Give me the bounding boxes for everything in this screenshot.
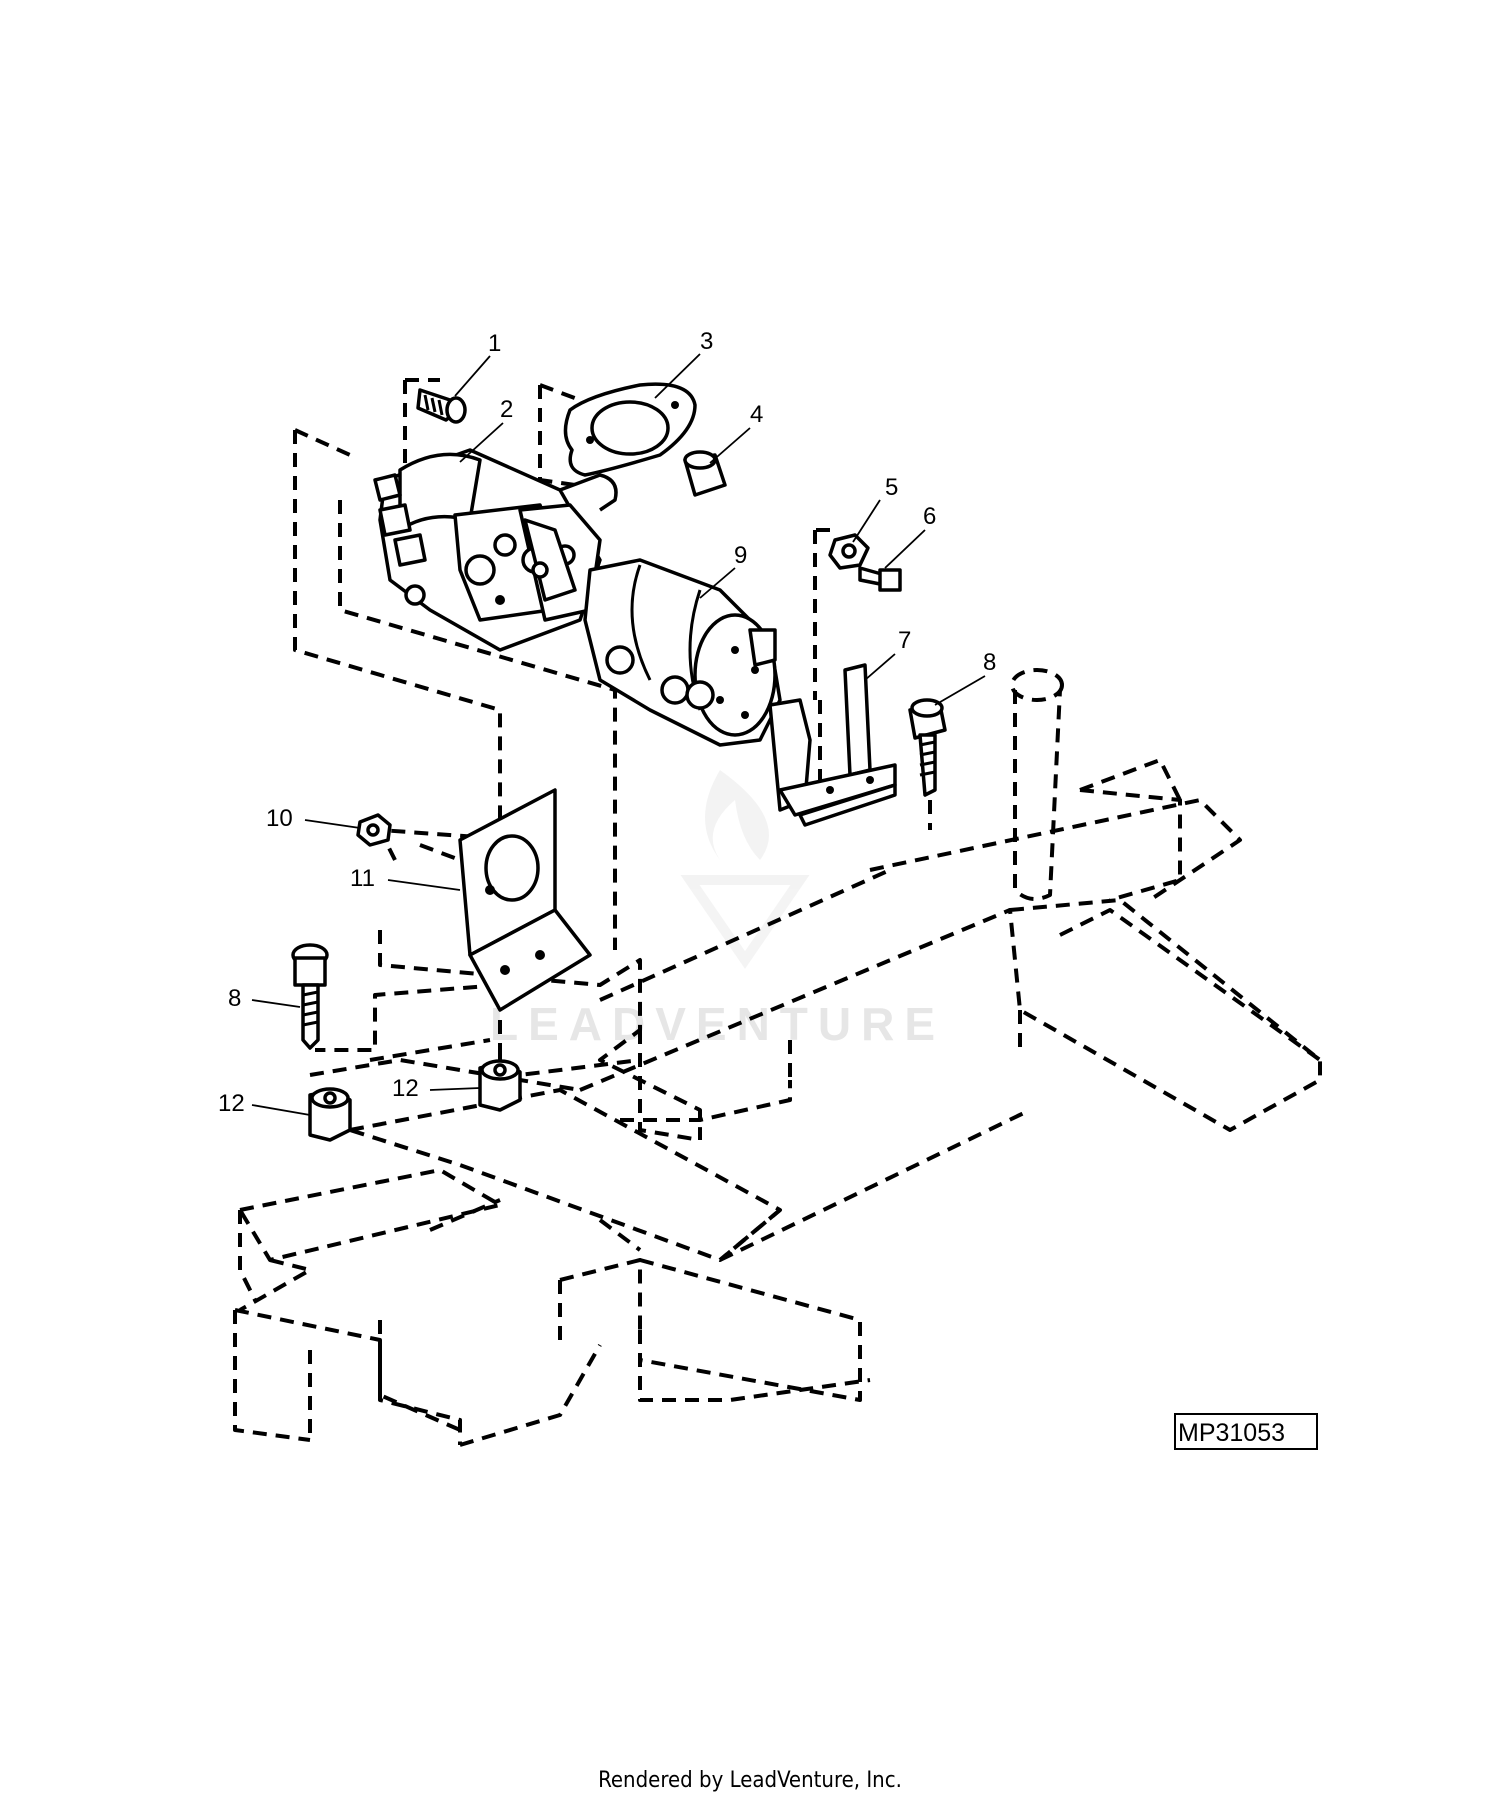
- leader-lines: [251, 353, 986, 1116]
- watermark-logo: [680, 770, 810, 969]
- callout-8-upper: 8: [983, 649, 996, 676]
- part-11-angle-bracket: [458, 788, 592, 1012]
- part-7-bracket: [768, 663, 897, 827]
- figure-id: MP31053: [1178, 1419, 1285, 1447]
- part-6-bolt: [858, 566, 902, 592]
- render-credit: Rendered by LeadVenture, Inc.: [598, 1768, 902, 1793]
- callout-6: 6: [923, 503, 936, 530]
- callout-3: 3: [700, 328, 713, 355]
- part-12-locknut-left: [308, 1087, 352, 1142]
- callout-10: 10: [266, 805, 293, 832]
- part-9-pump-section: [583, 558, 782, 747]
- part-1-screw: [416, 388, 467, 424]
- callout-5: 5: [885, 474, 898, 501]
- part-12-locknut-right: [478, 1059, 522, 1112]
- part-10-nut: [356, 813, 392, 847]
- part-3-gasket: [563, 382, 697, 477]
- callout-7: 7: [898, 627, 911, 654]
- callout-4: 4: [750, 401, 763, 428]
- callout-9: 9: [734, 542, 747, 569]
- part-4-bushing: [683, 450, 727, 497]
- callout-2: 2: [500, 396, 513, 423]
- callout-8-left: 8: [228, 985, 241, 1012]
- part-8-bolt-left: [291, 943, 329, 1050]
- callout-11: 11: [350, 865, 375, 892]
- callout-12-right: 12: [392, 1075, 419, 1102]
- callout-1: 1: [488, 330, 501, 357]
- part-2-pump: [373, 448, 618, 652]
- figure-id-box: MP31053: [1174, 1413, 1318, 1450]
- callout-12-left: 12: [218, 1090, 245, 1117]
- callouts: 1 2 3 4 5 6 9 7 8 10 11 8 12 12: [218, 328, 996, 1117]
- watermark-text: LEADVENTURE: [490, 998, 945, 1050]
- frame-outline: [233, 668, 1322, 1447]
- part-8-bolt-upper: [908, 698, 947, 797]
- part-5-nut: [828, 533, 870, 570]
